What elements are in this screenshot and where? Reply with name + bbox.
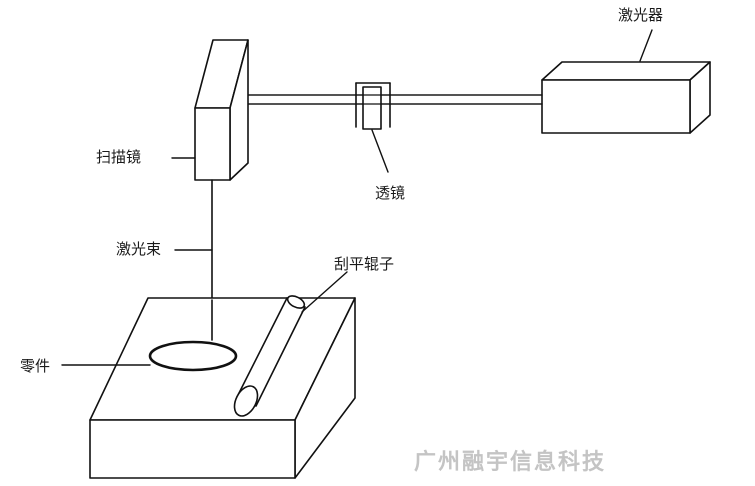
scanner-label: 扫描镜 [96, 148, 142, 166]
laser-label: 激光器 [618, 6, 664, 24]
roller-cylinder [233, 295, 306, 417]
beam-label: 激光束 [116, 240, 162, 258]
lens-shape [241, 82, 543, 130]
leader-lines [61, 29, 653, 366]
laser-box [541, 61, 711, 134]
watermark-text: 广州融宇信息科技 [414, 450, 607, 475]
leader-lens [371, 129, 389, 173]
roller-label: 刮平辊子 [334, 255, 395, 273]
scanner-mirror-box [194, 39, 249, 181]
leader-laser [639, 29, 653, 62]
powder-bed-block [89, 297, 356, 479]
leader-roller [301, 271, 348, 313]
part-label: 零件 [20, 357, 51, 375]
lens-label: 透镜 [375, 184, 406, 202]
part-ellipse [148, 340, 238, 372]
laser-beam-horizontal [241, 94, 543, 105]
